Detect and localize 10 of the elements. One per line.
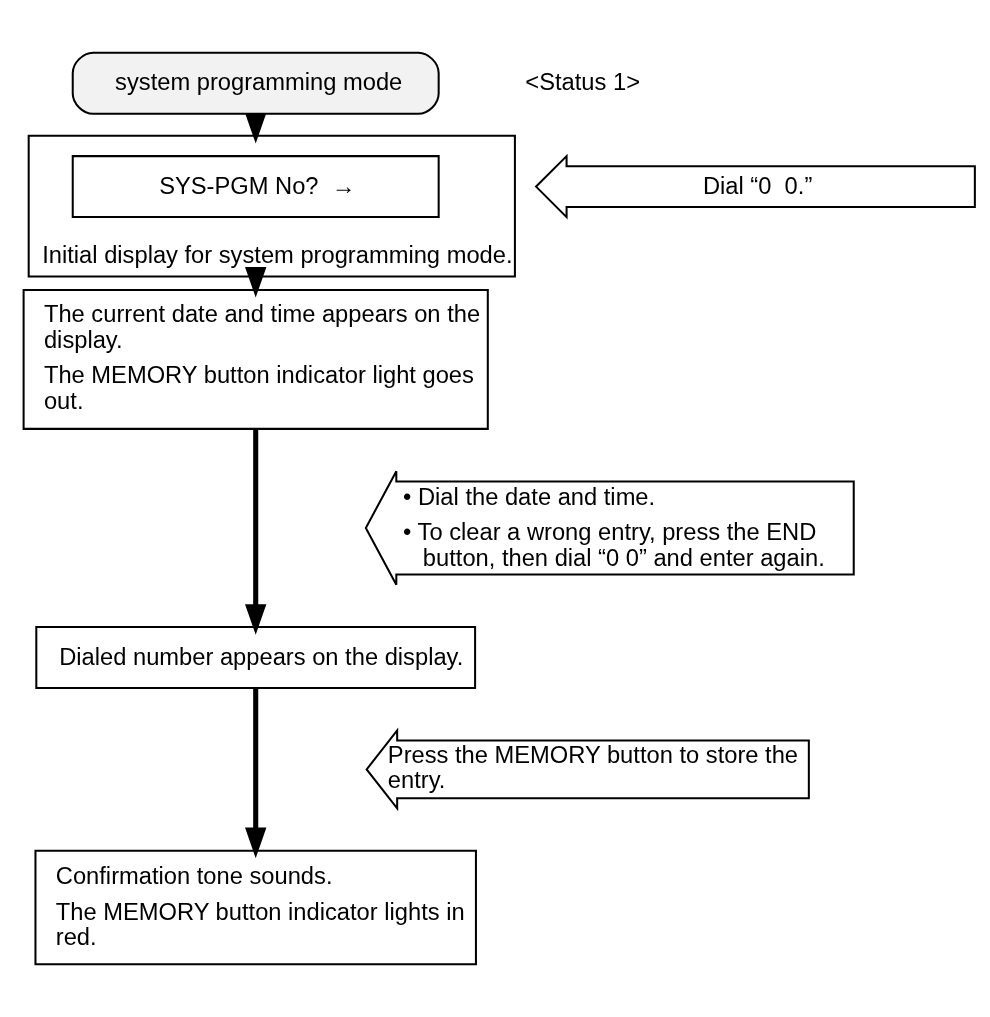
node-box: The current date and time appears on the display. The MEMORY button indicator light goes out. bbox=[22, 288, 489, 430]
node-box: system programming mode bbox=[71, 51, 440, 115]
node-label: <Status 1> bbox=[525, 68, 640, 95]
arrow bbox=[245, 267, 267, 298]
arrow bbox=[245, 112, 267, 144]
node-box: Confirmation tone sounds. The MEMORY button indicator lights in red. bbox=[34, 849, 477, 966]
node-box: Dialed number appears on the display. bbox=[35, 626, 477, 690]
arrow bbox=[245, 429, 267, 635]
arrow bbox=[245, 688, 267, 859]
node-box: SYS-PGM No? → bbox=[71, 155, 440, 219]
